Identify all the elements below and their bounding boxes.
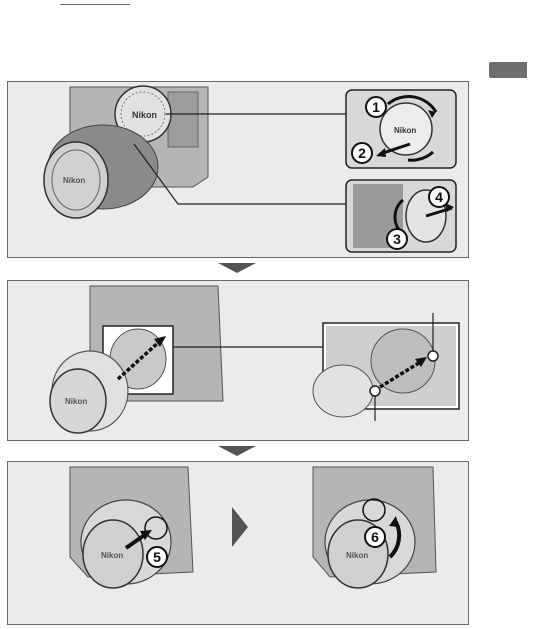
next-step-arrow-icon <box>218 263 256 273</box>
header-rule <box>60 4 130 5</box>
svg-text:Nikon: Nikon <box>63 176 85 185</box>
chapter-tab <box>489 62 527 78</box>
step-number-badge: 5 <box>146 546 168 568</box>
illustration-attach-lens: Nikon Nikon 5 6 <box>7 461 469 625</box>
step-number-badge: 4 <box>428 186 450 208</box>
attach-lens-drawing: Nikon Nikon <box>8 462 469 625</box>
svg-text:Nikon: Nikon <box>132 110 157 120</box>
align-mount-drawing: Nikon <box>8 281 469 441</box>
illustration-align-mount: Nikon <box>7 280 469 441</box>
next-step-arrow-icon <box>218 446 256 456</box>
step-number-badge: 3 <box>386 228 408 250</box>
step-number-badge: 6 <box>364 526 386 548</box>
step-number-badge: 2 <box>351 142 373 164</box>
illustration-remove-caps: Nikon Nikon Nikon 1 2 3 4 <box>7 81 469 258</box>
step-number-badge: 1 <box>365 96 387 118</box>
svg-text:Nikon: Nikon <box>394 126 416 135</box>
svg-text:Nikon: Nikon <box>346 551 368 560</box>
svg-text:Nikon: Nikon <box>65 397 87 406</box>
svg-text:Nikon: Nikon <box>101 551 123 560</box>
